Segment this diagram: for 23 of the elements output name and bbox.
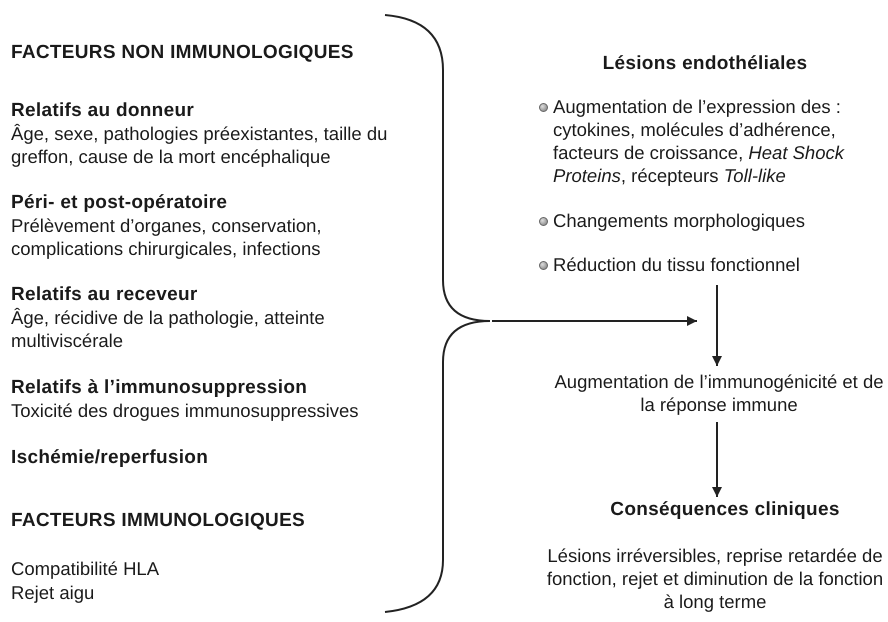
factor-heading: Relatifs à l’immunosuppression: [11, 376, 308, 399]
factor-text: Prélèvement d’organes, conservation, complications chirurgicales, infections: [11, 214, 323, 260]
section-heading: FACTEURS IMMUNOLOGIQUES: [11, 509, 306, 532]
bullet-text: Augmentation de l’expression des : cytokines, molécules d’adhérence, facteurs de croissance, Heat Shock Proteins, récepteurs Toll-like: [553, 95, 846, 187]
outcome-text: Augmentation de l’immunogénicité et de la réponse immune: [553, 370, 885, 416]
factor-heading: Péri- et post-opératoire: [11, 191, 228, 214]
arrow: [712, 285, 722, 366]
outcome-text: Lésions irréversibles, reprise retardée de fonction, rejet et diminution de la fonction à long terme: [546, 544, 884, 613]
factor-text: Rejet aigu: [11, 581, 96, 604]
heading: Conséquences cliniques: [609, 498, 841, 521]
arrow: [492, 316, 697, 326]
factor-heading: Relatifs au receveur: [11, 283, 199, 306]
factor-heading: Ischémie/reperfusion: [11, 446, 210, 469]
factor-heading: Relatifs au donneur: [11, 99, 196, 122]
bullet-text: Réduction du tissu fonctionnel: [553, 253, 801, 276]
factor-text: Âge, sexe, pathologies préexistantes, taille du greffon, cause de la mort encéphalique: [11, 122, 388, 168]
factor-text: Compatibilité HLA: [11, 557, 160, 580]
arrow: [712, 422, 722, 497]
bullet-text: Changements morphologiques: [553, 209, 806, 232]
factor-text: Âge, récidive de la pathologie, atteinte multiviscérale: [11, 306, 326, 352]
heading: Lésions endothéliales: [602, 52, 808, 75]
section-heading: FACTEURS NON IMMUNOLOGIQUES: [11, 41, 355, 64]
factor-text: Toxicité des drogues immunosuppressives: [11, 399, 360, 422]
